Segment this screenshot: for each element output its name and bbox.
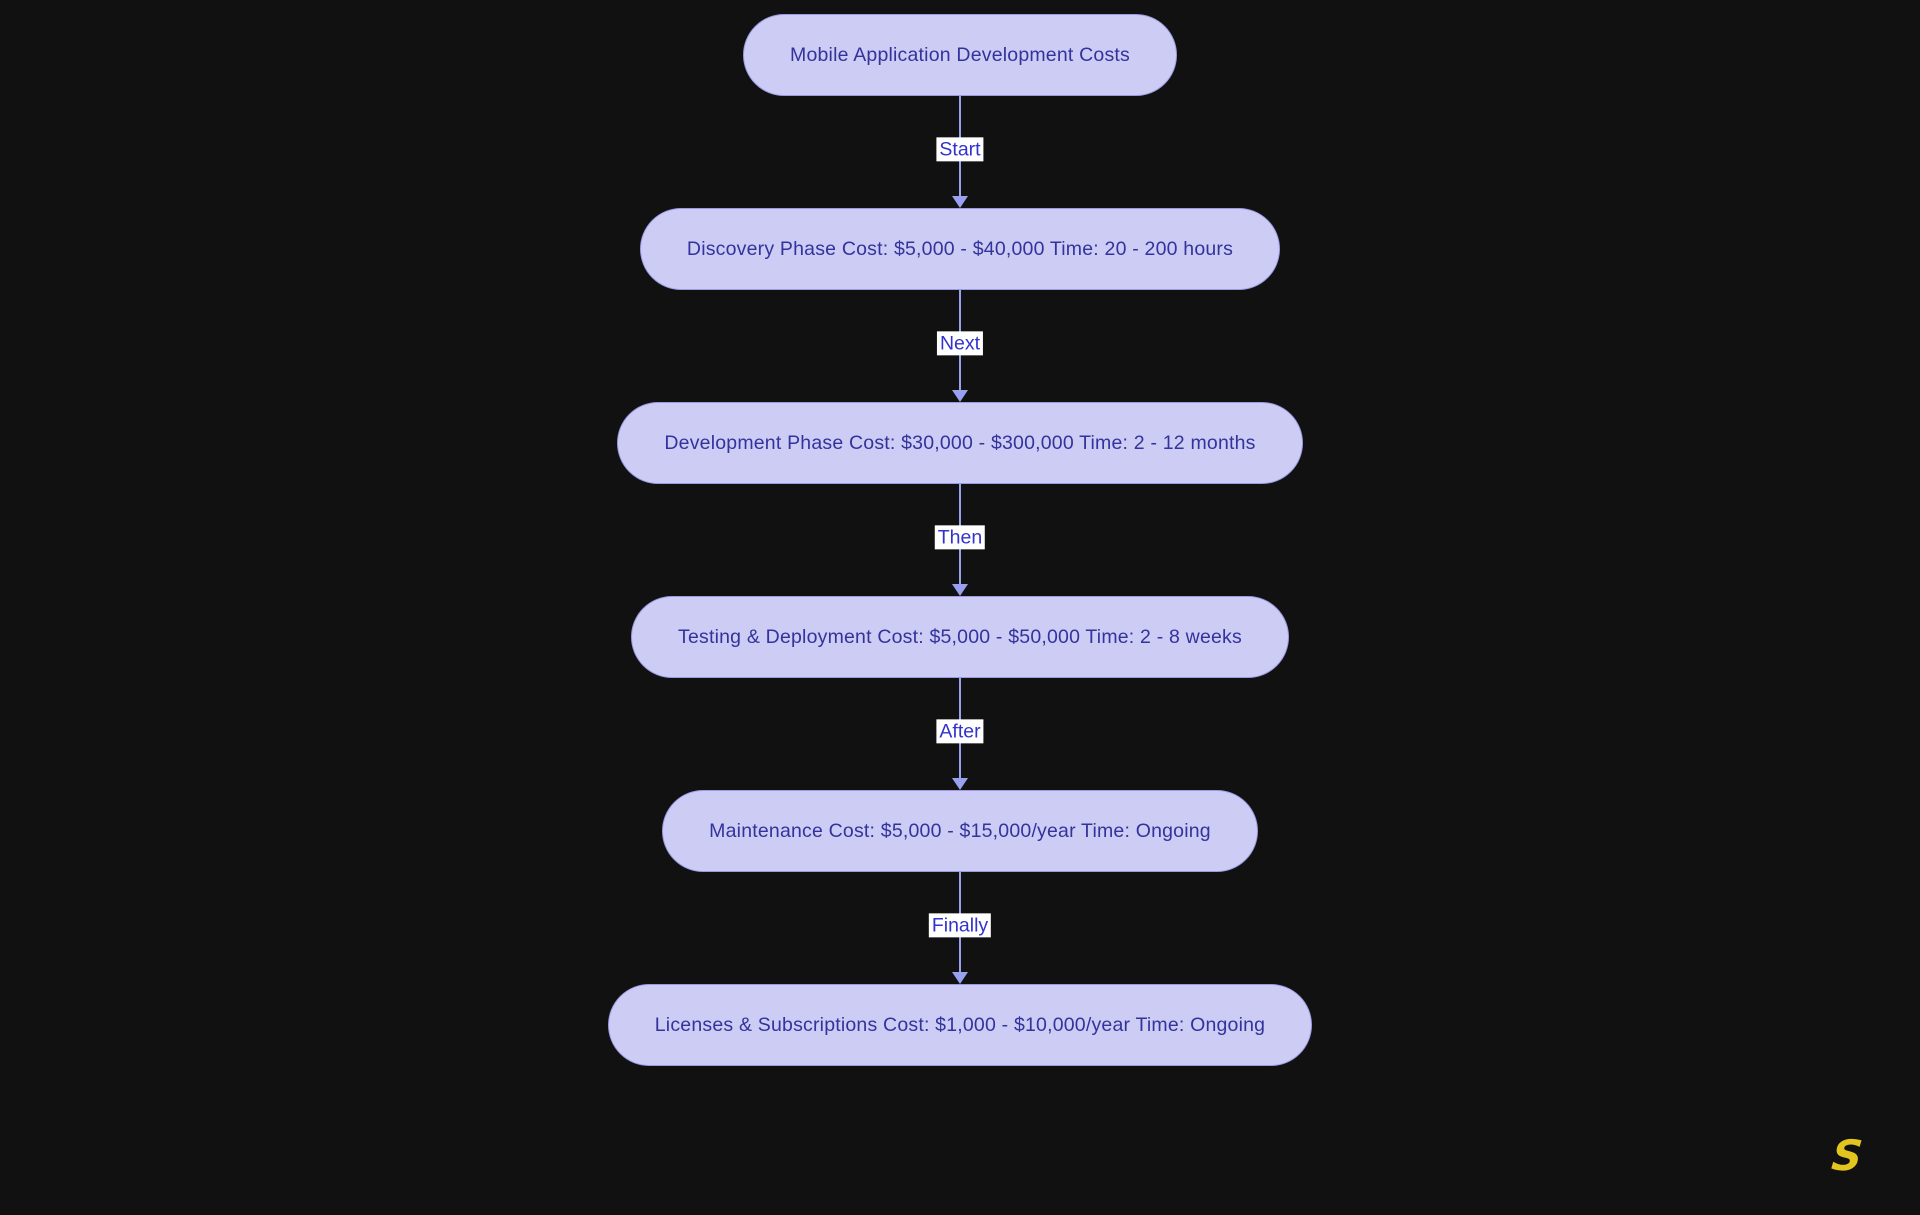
arrowhead-down-icon	[952, 972, 968, 984]
edge-label-finally: Finally	[928, 913, 992, 938]
flow-node-label: Maintenance Cost: $5,000 - $15,000/year …	[709, 819, 1211, 842]
flow-connector-5: Finally	[928, 872, 992, 984]
flow-node-title: Mobile Application Development Costs	[743, 14, 1177, 96]
flow-node-development: Development Phase Cost: $30,000 - $300,0…	[617, 402, 1303, 484]
flow-node-label: Development Phase Cost: $30,000 - $300,0…	[664, 431, 1256, 454]
edge-label-after: After	[936, 719, 984, 744]
flow-node-label: Testing & Deployment Cost: $5,000 - $50,…	[678, 625, 1242, 648]
edge-label-start: Start	[936, 137, 984, 162]
arrowhead-down-icon	[952, 196, 968, 208]
arrowhead-down-icon	[952, 778, 968, 790]
flow-node-label: Mobile Application Development Costs	[790, 43, 1130, 66]
flow-connector-4: After	[936, 678, 984, 790]
flow-node-discovery: Discovery Phase Cost: $5,000 - $40,000 T…	[639, 208, 1281, 290]
flow-node-licenses-subscriptions: Licenses & Subscriptions Cost: $1,000 - …	[607, 984, 1313, 1066]
arrowhead-down-icon	[952, 584, 968, 596]
flow-connector-2: Next	[936, 290, 984, 402]
flow-connector-3: Then	[934, 484, 986, 596]
flowchart-canvas: Mobile Application Development Costs Sta…	[0, 14, 1920, 1066]
flow-connector-1: Start	[936, 96, 984, 208]
logo-s-icon: S	[1829, 1131, 1865, 1180]
arrowhead-down-icon	[952, 390, 968, 402]
edge-label-then: Then	[934, 525, 986, 550]
flow-node-testing-deployment: Testing & Deployment Cost: $5,000 - $50,…	[631, 596, 1289, 678]
flow-node-label: Licenses & Subscriptions Cost: $1,000 - …	[654, 1013, 1266, 1036]
flow-node-maintenance: Maintenance Cost: $5,000 - $15,000/year …	[662, 790, 1258, 872]
edge-label-next: Next	[936, 331, 984, 356]
flow-node-label: Discovery Phase Cost: $5,000 - $40,000 T…	[686, 237, 1234, 260]
